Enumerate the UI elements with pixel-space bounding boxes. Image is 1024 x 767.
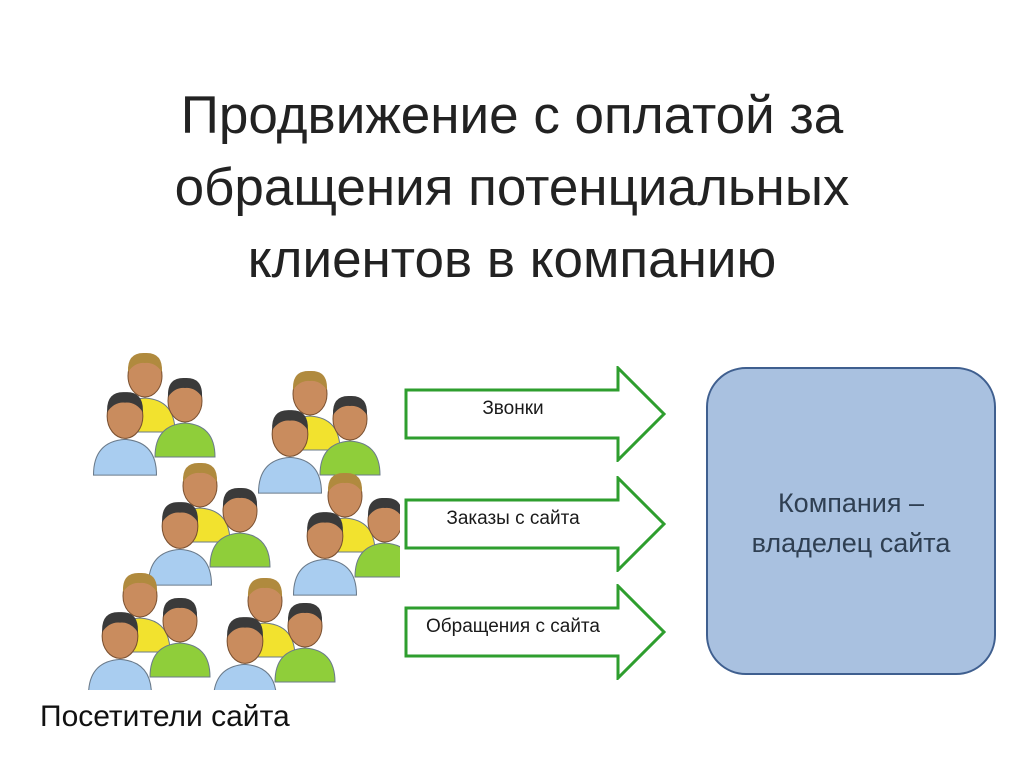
company-text: Компания – владелец сайта [708,483,994,563]
people-group-icon [40,330,416,701]
person-icon [87,612,153,696]
person-icon [92,392,158,476]
arrow-right-icon [404,584,666,680]
company-box: Компания – владелец сайта [706,367,996,675]
person-icon [292,512,358,596]
person-icon [257,410,323,494]
arrow-right-icon [404,476,666,572]
slide-title: Продвижение с оплатой за обращения потен… [60,80,964,296]
arrow-requests: Обращения с сайта [404,584,666,680]
title-line-1: Продвижение с оплатой за [180,86,844,145]
company-line-1: Компания – [777,488,925,518]
arrow-orders: Заказы с сайта [404,476,666,572]
arrow-right-icon [404,366,666,462]
arrow-calls: Звонки [404,366,666,462]
visitors-label: Посетители сайта [40,700,290,733]
person-icon [274,602,336,683]
arrow-label-calls: Звонки [482,398,544,419]
title-line-3: клиентов в компанию [247,230,777,289]
title-line-2: обращения потенциальных [174,158,850,217]
person-icon [147,502,213,586]
arrow-label-orders: Заказы с сайта [446,508,580,529]
person-icon [319,395,381,476]
person-icon [154,377,216,458]
person-icon [149,597,211,678]
arrow-label-requests: Обращения с сайта [426,616,600,637]
person-icon [209,487,271,568]
company-line-2: владелец сайта [751,528,951,558]
